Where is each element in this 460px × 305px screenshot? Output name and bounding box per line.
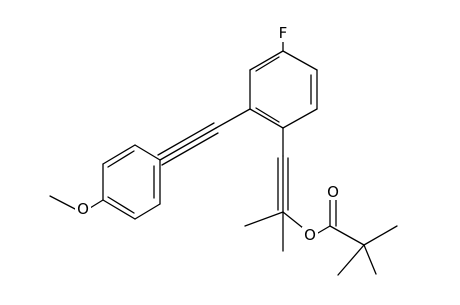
fluorine-label: F [277, 24, 291, 42]
svg-text:O: O [77, 200, 89, 218]
svg-text:F: F [279, 24, 288, 42]
aryl-oxygen-bond [89, 199, 104, 209]
ester-oxygen-label: O [302, 226, 318, 244]
fluorophenyl-ring [249, 50, 318, 129]
svg-text:O: O [304, 226, 316, 244]
methoxyphenyl-ring [102, 144, 161, 220]
propargyl-alkyne-bond [277, 127, 289, 213]
svg-text:O: O [327, 183, 339, 201]
pivaloate-ester [317, 197, 398, 276]
methyl-oxygen-bond [49, 195, 78, 211]
gem-dimethyl-carbon [244, 211, 304, 252]
ether-oxygen-label: O [75, 200, 91, 218]
aryl-alkyne-bond [157, 108, 251, 166]
carbonyl-oxygen-label: O [325, 183, 341, 201]
